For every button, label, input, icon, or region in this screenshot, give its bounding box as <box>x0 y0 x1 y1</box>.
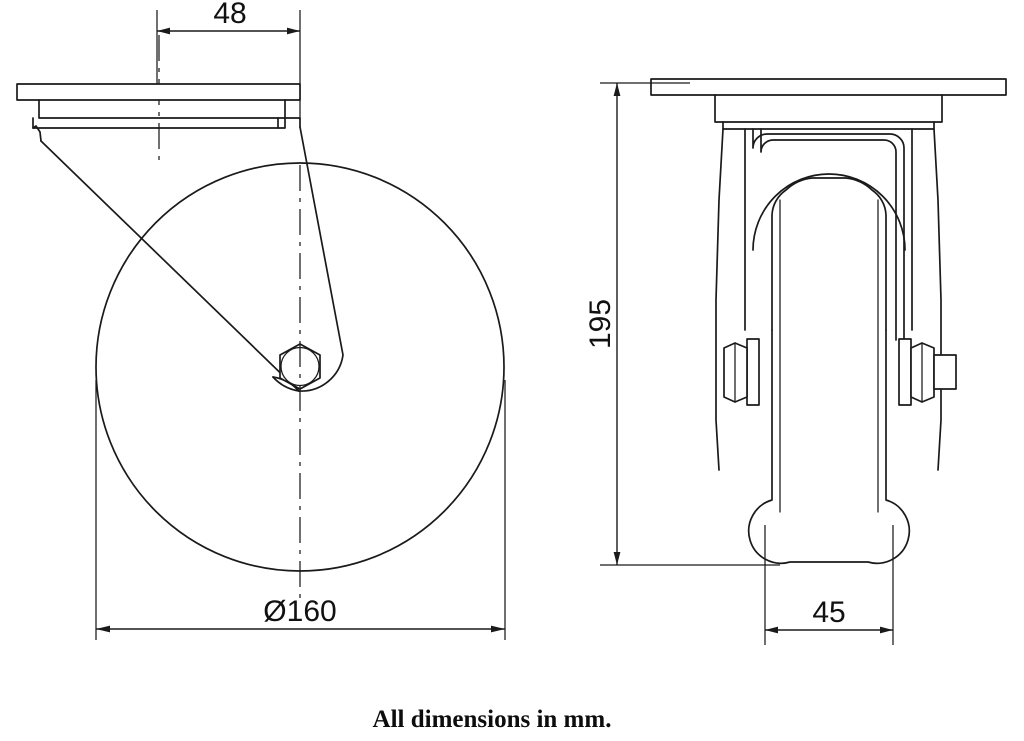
fork-left-outer <box>715 128 724 471</box>
arrow-right <box>491 625 505 633</box>
arrow-left <box>765 626 778 634</box>
fork-leg-upper-edge <box>40 140 300 392</box>
wheel-tread-front <box>747 177 911 565</box>
fork-leg-outer-edge <box>272 126 344 392</box>
arrow-left <box>96 625 110 633</box>
housing-collar <box>32 117 279 129</box>
arrow-right <box>287 27 300 35</box>
tread-top-profile <box>771 177 887 331</box>
arrow-top <box>613 83 621 96</box>
wheel-hub-arc <box>752 173 906 251</box>
arrow-bottom <box>613 552 621 565</box>
housing-outer <box>714 94 943 123</box>
dimension-label-48: 48 <box>213 0 246 30</box>
fork-plate-layers <box>752 128 905 341</box>
fork-plate-outer <box>752 128 905 341</box>
dimension-label-195: 195 <box>584 299 617 349</box>
axle-washer-right <box>898 338 912 406</box>
tread-lower-profile <box>747 329 911 565</box>
dimension-overall-height: 195 <box>584 82 780 566</box>
mounting-plate-body <box>650 78 1007 96</box>
mounting-plate-body <box>16 83 301 101</box>
front-view: 195 45 <box>584 78 1007 645</box>
axle-washer-left <box>746 338 760 406</box>
dimension-label-diameter: Ø160 <box>263 595 336 628</box>
arrow-left <box>157 27 170 35</box>
housing-collar <box>722 121 935 130</box>
housing-right-step <box>277 117 286 129</box>
fork-plate-inner <box>760 128 897 341</box>
swivel-housing-side <box>32 99 301 142</box>
axle-bolt-end-right <box>933 354 957 390</box>
dimension-wheel-diameter: Ø160 <box>95 380 506 640</box>
housing-left-chamfer <box>32 125 42 142</box>
housing-right-shoulder <box>284 117 301 128</box>
top-mounting-plate-front <box>650 78 1007 96</box>
axle-bolt-left <box>723 338 760 406</box>
axle-bolt-right <box>898 338 957 406</box>
arrow-right <box>880 626 893 634</box>
units-caption: All dimensions in mm. <box>373 706 612 733</box>
dimension-label-45: 45 <box>812 596 845 629</box>
housing-upper-edge <box>38 99 286 119</box>
dimension-wheel-width: 45 <box>764 525 894 645</box>
dimension-plate-offset: 48 <box>156 0 301 120</box>
top-mounting-plate-side <box>16 83 301 101</box>
fork-right-outer <box>933 128 942 471</box>
side-view: 48 <box>16 0 506 640</box>
fork-body-front <box>715 128 942 471</box>
swivel-housing-front <box>714 94 943 130</box>
